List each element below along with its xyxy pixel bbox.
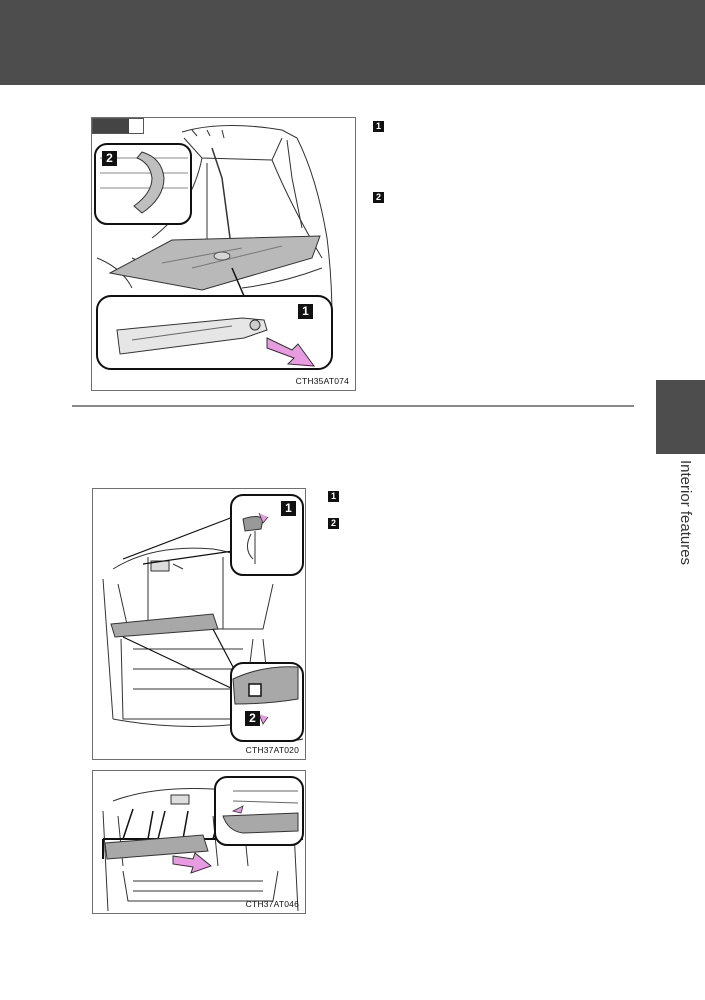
cargo-area-illustration — [94, 124, 333, 370]
rear-hatch-illustration — [102, 494, 304, 742]
step-marker-1: 1 — [373, 121, 384, 132]
figure-tonneau-cover-removal: 2 1 CTH35AT074 — [91, 117, 356, 391]
figure-tonneau-cover-pull: CTH37AT046 — [92, 770, 306, 914]
step-marker-2: 2 — [373, 192, 384, 203]
step-marker-1: 1 — [328, 491, 339, 502]
page-header-band — [0, 0, 705, 85]
step-marker-2: 2 — [328, 518, 339, 529]
section-divider — [72, 405, 634, 407]
figure-code: CTH37AT020 — [245, 745, 299, 755]
chapter-side-label: Interior features — [677, 460, 694, 566]
figure-tonneau-cover-strap: 1 2 CTH37AT020 — [92, 488, 306, 760]
chapter-side-tab — [656, 380, 705, 454]
figure-code: CTH37AT046 — [245, 899, 299, 909]
callout-badge-2: 2 — [102, 151, 117, 166]
callout-badge-2: 2 — [245, 711, 260, 726]
callout-badge-1: 1 — [281, 501, 296, 516]
figure-code: CTH35AT074 — [295, 376, 349, 386]
callout-badge-1: 1 — [298, 304, 313, 319]
figure-tab-marker — [92, 118, 144, 134]
cover-pull-illustration — [102, 776, 304, 912]
